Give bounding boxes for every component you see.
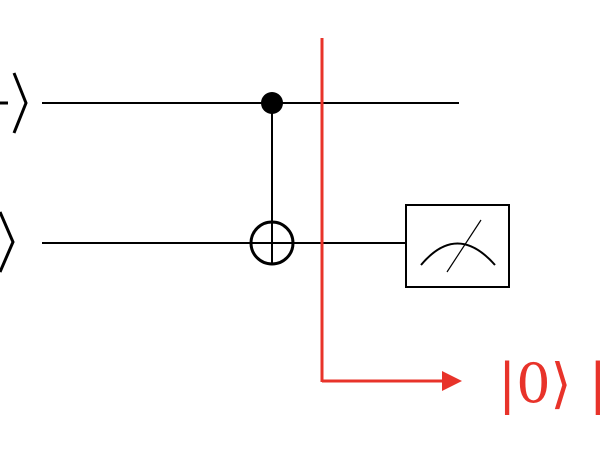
output-arrow [320,38,462,391]
cnot-control-dot [261,92,283,114]
measurement-meter [405,204,510,288]
meter-needle-icon [446,219,482,273]
output-state-label: |0⟩ | [498,352,600,415]
arrowhead-icon [442,371,462,391]
meter-arc-icon [420,242,496,266]
cnot-target-xor [249,220,295,266]
ket-bracket-bottom [0,211,15,273]
ket-bracket-top [0,72,28,134]
